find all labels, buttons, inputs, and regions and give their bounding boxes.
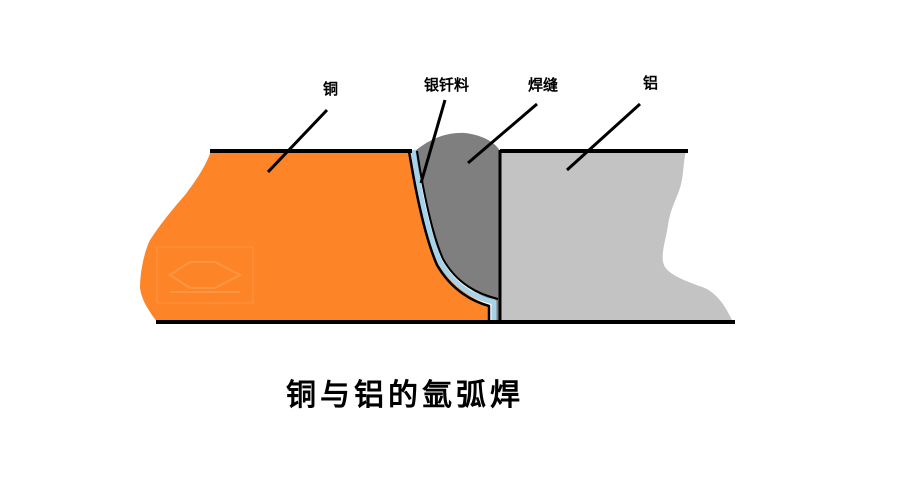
label-silver-solder: 银钎料 (424, 76, 470, 94)
leader-aluminum (565, 102, 642, 172)
label-aluminum: 铝 (643, 74, 659, 92)
weld-seam-region (414, 132, 500, 322)
solder-outline-right (416, 150, 499, 300)
diagram-caption: 铜与铝的氩弧焊 (286, 378, 524, 413)
aluminum-region (500, 151, 733, 322)
label-weld-seam: 焊缝 (528, 76, 559, 94)
label-copper: 铜 (323, 80, 339, 98)
leader-copper (266, 108, 329, 174)
leader-silver-solder (419, 99, 447, 184)
silver-solder-layer (410, 149, 497, 322)
leader-weld-seam (467, 102, 538, 165)
watermark-logo (156, 246, 254, 304)
solder-outline-left (407, 150, 491, 322)
copper-region (140, 151, 490, 322)
